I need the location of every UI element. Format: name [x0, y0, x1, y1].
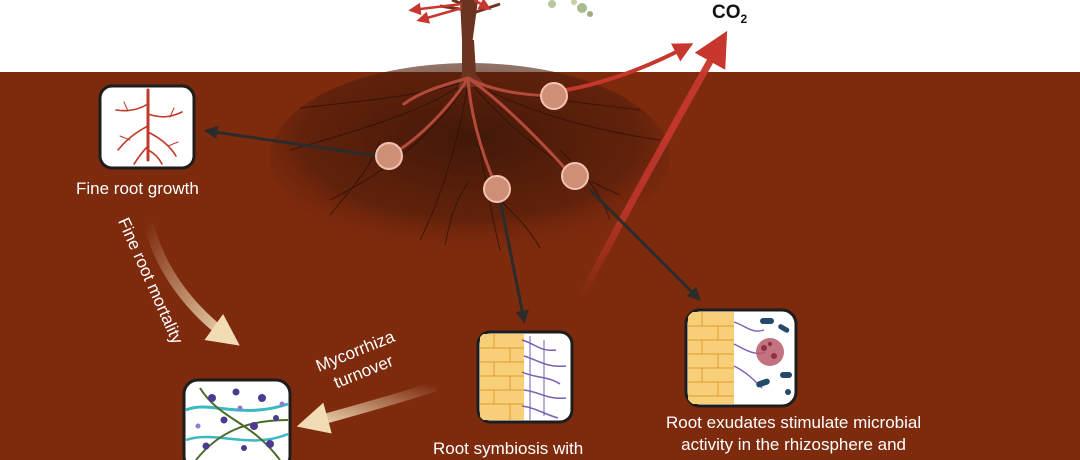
- root-symbiosis-label: Root symbiosis with: [433, 439, 584, 458]
- flow-arrow-to-symbiosis: [498, 199, 529, 324]
- rhizosphere-activity-line: activity in the rhizosphere and: [681, 435, 907, 454]
- flow-arrow-to-exudates: [588, 188, 701, 301]
- sky: [0, 0, 1080, 72]
- co2-label: CO2: [712, 2, 748, 26]
- root-exudates-line: Root exudates stimulate microbial: [666, 413, 922, 432]
- co2-root-respiration-arrow: [565, 43, 694, 92]
- trunk-carbon-arrows: [408, 0, 492, 24]
- flow-arrow-to-fine-root: [203, 125, 379, 158]
- root-symbiosis-icon: [476, 330, 574, 424]
- root-node-marker: [375, 82, 589, 203]
- root-system: [270, 40, 670, 253]
- root-exudates-label: Root exudates stimulate microbial activi…: [666, 412, 921, 456]
- necromass-icon: [182, 378, 292, 460]
- mycorrhiza-turnover-arrow: [296, 381, 438, 434]
- fine-root-growth-label: Fine root growth: [76, 179, 199, 198]
- co2-efflux-arrow: [576, 30, 728, 302]
- fine-root-mortality-arrow: [143, 220, 240, 346]
- rhizosphere-microbes-icon: [684, 308, 798, 408]
- flow-arrows: [203, 125, 701, 324]
- fine-root-icon: [98, 84, 196, 170]
